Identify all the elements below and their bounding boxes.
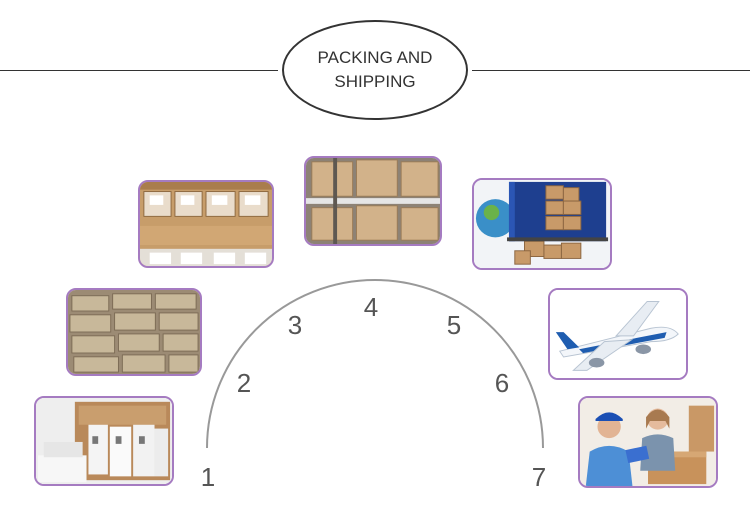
courier-delivery-photo (578, 396, 718, 488)
warehouse-shelf-photo (304, 156, 442, 246)
title-line-2: SHIPPING (334, 72, 416, 91)
step-number-2: 2 (236, 368, 252, 398)
section-title-oval: PACKING AND SHIPPING (282, 20, 468, 120)
packed-products-photo (34, 396, 174, 486)
step-number-1: 1 (200, 462, 216, 492)
left-divider-line (0, 70, 278, 71)
step-number-3: 3 (287, 310, 303, 340)
title-line-1: PACKING AND (317, 48, 433, 67)
step-number-5: 5 (446, 310, 462, 340)
airplane-photo (548, 288, 688, 380)
step-number-4: 4 (363, 292, 379, 322)
cartons-in-boxes-photo (138, 180, 274, 268)
truck-loading-photo (472, 178, 612, 270)
right-divider-line (472, 70, 750, 71)
box-rows-photo (66, 288, 202, 376)
step-number-6: 6 (494, 368, 510, 398)
step-number-7: 7 (531, 462, 547, 492)
